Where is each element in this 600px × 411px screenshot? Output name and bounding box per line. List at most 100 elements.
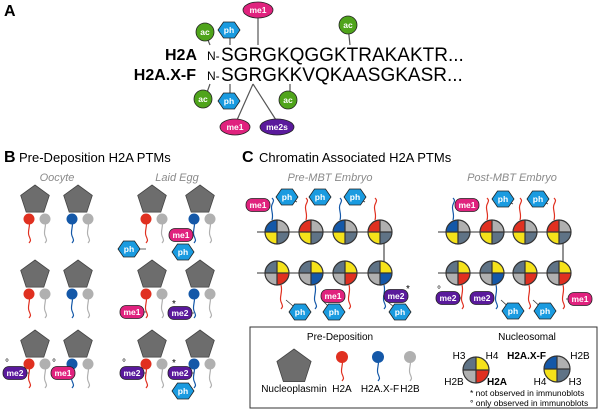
nucleosome-outline (264, 260, 290, 286)
nucleosome-outline (445, 260, 471, 286)
histone-tail (70, 218, 75, 244)
ph-hexagon-icon (288, 303, 312, 321)
ph-hexagon-icon (117, 240, 141, 258)
modification-label: ph (224, 25, 234, 35)
nucleosome-icon (264, 219, 290, 245)
modification-label: me2 (387, 291, 404, 301)
ph-hexagon-icon (171, 243, 195, 261)
modification-label: me1 (249, 5, 266, 15)
histone-quadrant (492, 232, 504, 244)
modification-label: ac (343, 20, 353, 30)
me1-pill-icon (168, 228, 194, 242)
chromatin-fiber (438, 197, 572, 310)
h2a-sequence: SGRGKQGGKTRAKAKTR... (221, 45, 464, 66)
nucleoplasmin-complex (185, 259, 216, 319)
h2axf-nterm: N- (207, 69, 220, 83)
h2a-ball (23, 213, 35, 225)
histone-quadrant (544, 369, 557, 382)
histone-quadrant (265, 220, 277, 232)
histone-tail (552, 197, 557, 221)
histone-quadrant (265, 261, 277, 273)
me2-modification-tag: me2 (119, 366, 145, 380)
histone-quadrant (492, 261, 504, 273)
nuc2-h2axf-label: H2A.X-F (507, 351, 546, 362)
histone-quadrant (277, 273, 289, 285)
panel-c-title: Chromatin Associated H2A PTMs (259, 150, 452, 165)
nucleosome-icon (264, 260, 290, 286)
h2a-nterm: N- (207, 49, 220, 63)
modification-label: me2 (439, 293, 456, 303)
histone-quadrant (368, 273, 380, 285)
annotation-mark: ° (5, 358, 9, 369)
modification-label: ph (282, 192, 292, 202)
modification-label: me1 (54, 368, 71, 378)
ph-hexagon-icon (343, 188, 367, 206)
group-pre-mbt: Pre-MBT Embryo (288, 172, 373, 184)
h2axf-sequence: SGRGKKVQKAASGKASR... (221, 65, 463, 86)
nucleoplasmin-complex (20, 184, 51, 244)
ac-modification-tag: ac (195, 22, 215, 42)
me1-modification-tag: me1 (50, 366, 76, 380)
histone-quadrant (458, 261, 470, 273)
modification-label: me1 (123, 307, 140, 317)
h2b-ball (156, 288, 168, 300)
histone-quadrant (299, 232, 311, 244)
histone-tail (86, 363, 91, 389)
nucleosome-icon (367, 260, 393, 286)
nucleoplasmin-complex (137, 329, 168, 389)
h2a-ball (23, 358, 35, 370)
histone-quadrant (547, 232, 559, 244)
histone-quadrant (299, 220, 311, 232)
panel-b: B Pre-Deposition H2A PTMs Oocyte Laid Eg… (2, 149, 216, 400)
histone-tail (373, 197, 378, 221)
nucleoplasmin-pentagon-icon (20, 259, 50, 288)
histone-quadrant (513, 232, 525, 244)
h2b-ball (204, 213, 216, 225)
histone-quadrant (345, 273, 357, 285)
panel-a: A H2A N- SGRGKQGGKTRAKAKTR... H2A.X-F N-… (4, 1, 464, 136)
histone-quadrant (277, 232, 289, 244)
histone-tail (192, 218, 197, 244)
nucleoplasmin-pentagon-icon (20, 184, 50, 213)
histone-quadrant (311, 273, 323, 285)
histone-tail (192, 363, 197, 389)
modification-label: me2 (473, 293, 490, 303)
nucleosome-icon (332, 260, 358, 286)
histone-quadrant (333, 261, 345, 273)
h2b-ball (82, 358, 94, 370)
nucleoplasmin-complex (63, 184, 94, 244)
histone-quadrant (380, 232, 392, 244)
h2axf-ball (188, 358, 200, 370)
ac-circle-icon (195, 22, 215, 42)
histone-quadrant (446, 273, 458, 285)
ph-hexagon-icon (533, 302, 557, 320)
histone-tail (86, 293, 91, 319)
nuc1-h3-label: H3 (453, 351, 466, 362)
nuc1-h2a-label: H2A (487, 377, 507, 388)
nuc2-h4-label: H4 (534, 377, 547, 388)
modification-label: ph (315, 192, 325, 202)
histone-quadrant (480, 220, 492, 232)
histone-quadrant (547, 261, 559, 273)
histone-quadrant (299, 261, 311, 273)
ph-modification-tag: ph (308, 188, 332, 206)
modification-label: me2 (171, 308, 188, 318)
histone-tail (160, 363, 165, 389)
legend-predeposition-title: Pre-Deposition (307, 332, 373, 343)
nucleosome-icon (367, 219, 393, 245)
ph-modification-tag: ph (322, 303, 346, 321)
annotation-mark: ° (437, 285, 441, 296)
histone-quadrant (480, 261, 492, 273)
modification-label: ac (283, 95, 293, 105)
nucleosome-outline (543, 355, 571, 383)
histone-quadrant (311, 261, 323, 273)
histone-quadrant (299, 273, 311, 285)
ac-circle-icon (193, 89, 213, 109)
histone-quadrant (380, 220, 392, 232)
me1-pill-icon (245, 198, 271, 212)
nucleoplasmin-pentagon-icon (63, 184, 93, 213)
panel-b-letter: B (4, 149, 16, 166)
nucleosome-icon (479, 219, 505, 245)
histone-tail (43, 218, 48, 244)
ph-hexagon-icon (501, 302, 525, 320)
